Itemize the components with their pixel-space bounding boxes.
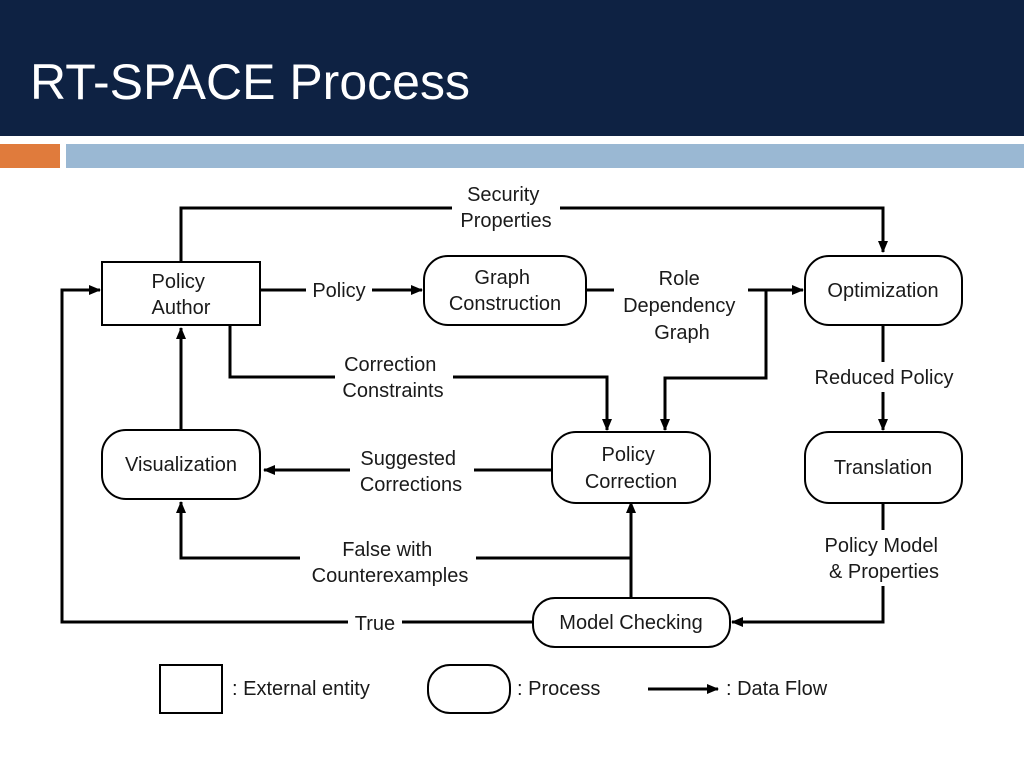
- label-false-with-counterexamples: False with Counterexamples: [312, 539, 469, 587]
- node-optimization: [804, 255, 963, 326]
- label-suggested-corrections: Suggested Corrections: [360, 448, 462, 496]
- node-policy-author: [101, 261, 261, 326]
- legend-external-entity-label: : External entity: [232, 678, 370, 700]
- node-optimization-label: Optimization: [827, 280, 938, 302]
- node-model-checking-label: Model Checking: [559, 612, 702, 634]
- accent-bar-orange: [0, 144, 60, 168]
- label-role-dependency-graph: Role Dependency Graph: [623, 268, 741, 344]
- edge-false-counterexamples: [176, 501, 631, 560]
- node-graph-construction-label: Graph Construction: [449, 267, 561, 315]
- edge-rdg-to-correction: [660, 288, 768, 431]
- legend-process-swatch: [427, 664, 511, 714]
- node-visualization: [101, 429, 261, 500]
- label-true: True: [355, 613, 395, 635]
- accent-bar-blue: [66, 144, 1024, 168]
- node-translation: [804, 431, 963, 504]
- node-graph-construction: [423, 255, 587, 326]
- node-policy-author-label: Policy Author: [152, 271, 211, 319]
- node-policy-correction-label: Policy Correction: [585, 444, 677, 493]
- node-model-checking: [532, 597, 731, 648]
- legend-external-entity-swatch: [159, 664, 223, 714]
- slide-title: RT-SPACE Process: [30, 54, 470, 110]
- label-policy-model-properties: Policy Model & Properties: [825, 535, 944, 583]
- legend: : External entity : Process : Data Flow: [159, 664, 828, 714]
- node-translation-label: Translation: [834, 457, 932, 479]
- node-visualization-label: Visualization: [125, 454, 237, 476]
- label-reduced-policy: Reduced Policy: [815, 367, 954, 389]
- legend-process-label: : Process: [517, 678, 600, 700]
- legend-data-flow-label: : Data Flow: [726, 678, 828, 700]
- node-policy-correction: [551, 431, 711, 504]
- label-correction-constraints: Correction Constraints: [342, 354, 443, 402]
- title-bar: RT-SPACE Process: [0, 0, 1024, 136]
- edge-true: [60, 285, 533, 624]
- label-policy: Policy: [312, 280, 365, 302]
- label-security-properties: Security Properties: [460, 184, 551, 232]
